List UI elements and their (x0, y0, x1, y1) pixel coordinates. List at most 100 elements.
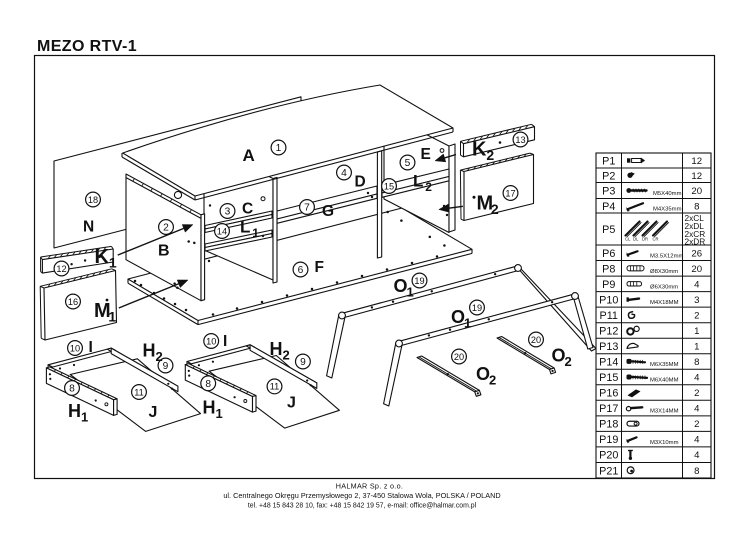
svg-text:4: 4 (694, 450, 700, 461)
svg-text:M6X35MM: M6X35MM (650, 362, 679, 368)
svg-text:L: L (413, 172, 423, 191)
svg-text:tel. +48 15 843 28 10, fax: +4: tel. +48 15 843 28 10, fax: +48 15 842 1… (248, 502, 477, 509)
svg-text:4: 4 (694, 279, 700, 290)
svg-text:DR: DR (642, 237, 648, 242)
svg-text:H: H (68, 401, 81, 421)
svg-text:8: 8 (694, 357, 699, 368)
svg-text:C: C (242, 201, 253, 218)
svg-text:2: 2 (282, 348, 289, 363)
svg-text:2xDL: 2xDL (685, 221, 705, 231)
svg-text:O: O (476, 364, 490, 384)
svg-text:15: 15 (384, 181, 394, 191)
svg-text:Ø6X30mm: Ø6X30mm (650, 284, 678, 290)
svg-text:4: 4 (694, 404, 700, 415)
svg-text:K: K (95, 246, 110, 268)
svg-text:2: 2 (486, 147, 494, 163)
svg-text:P5: P5 (602, 224, 615, 236)
svg-text:P9: P9 (602, 279, 615, 291)
svg-text:2: 2 (694, 310, 699, 321)
svg-text:1: 1 (109, 255, 117, 271)
svg-text:10: 10 (70, 343, 80, 353)
svg-text:4: 4 (341, 168, 347, 179)
svg-text:1: 1 (694, 326, 699, 337)
svg-text:P8: P8 (602, 263, 615, 275)
svg-text:CL: CL (625, 237, 631, 242)
svg-text:14: 14 (217, 226, 227, 236)
svg-text:M3.5X12mm: M3.5X12mm (650, 253, 683, 259)
svg-text:12: 12 (691, 156, 702, 167)
svg-text:P16: P16 (599, 388, 618, 400)
svg-text:E: E (421, 146, 431, 163)
svg-text:2xDR: 2xDR (685, 237, 706, 247)
svg-text:2: 2 (489, 373, 496, 388)
svg-text:10: 10 (206, 336, 216, 346)
svg-text:5: 5 (405, 158, 411, 169)
svg-text:13: 13 (515, 135, 525, 145)
svg-text:M6X40MM: M6X40MM (650, 378, 679, 384)
svg-text:P12: P12 (599, 325, 618, 337)
svg-text:J: J (149, 404, 158, 421)
svg-text:MEZO RTV-1: MEZO RTV-1 (37, 38, 137, 55)
svg-text:20: 20 (691, 186, 702, 197)
svg-text:2: 2 (155, 349, 162, 364)
svg-text:12: 12 (56, 264, 66, 274)
svg-text:8: 8 (694, 466, 699, 477)
svg-text:2: 2 (163, 223, 169, 234)
svg-text:P19: P19 (599, 434, 618, 446)
svg-text:1: 1 (108, 309, 116, 325)
svg-text:P1: P1 (602, 156, 615, 168)
svg-text:P11: P11 (600, 310, 618, 322)
svg-text:11: 11 (270, 382, 280, 392)
svg-text:17: 17 (505, 188, 515, 198)
svg-text:2: 2 (694, 388, 699, 399)
svg-text:P18: P18 (599, 419, 618, 431)
svg-text:18: 18 (88, 195, 98, 205)
svg-text:F: F (315, 259, 324, 276)
svg-text:26: 26 (691, 248, 702, 259)
svg-text:16: 16 (68, 297, 78, 307)
svg-text:I: I (89, 339, 93, 356)
svg-text:12: 12 (691, 171, 702, 182)
svg-text:2: 2 (491, 201, 499, 217)
svg-text:M: M (477, 193, 494, 215)
svg-text:20: 20 (691, 264, 702, 275)
svg-text:P14: P14 (599, 357, 618, 369)
svg-text:O: O (394, 276, 408, 296)
svg-text:11: 11 (134, 387, 144, 397)
svg-text:L: L (240, 218, 250, 237)
svg-text:B: B (158, 243, 170, 260)
svg-text:P20: P20 (599, 450, 618, 462)
svg-text:P21: P21 (599, 465, 618, 477)
svg-text:H: H (143, 341, 156, 361)
svg-text:20: 20 (531, 335, 541, 345)
svg-text:ul. Centralnego Okręgu Przemys: ul. Centralnego Okręgu Przemysłowego 2, … (223, 491, 500, 500)
svg-text:2: 2 (564, 354, 571, 369)
svg-text:19: 19 (472, 303, 482, 313)
svg-text:J: J (287, 395, 296, 412)
svg-text:Ø8X30mm: Ø8X30mm (650, 269, 678, 275)
svg-text:M3X10mm: M3X10mm (650, 440, 679, 446)
svg-text:DL: DL (633, 237, 639, 242)
svg-text:I: I (223, 333, 227, 350)
svg-text:M: M (94, 300, 111, 322)
svg-text:6: 6 (298, 265, 304, 276)
svg-text:1: 1 (276, 143, 282, 154)
svg-text:8: 8 (69, 384, 75, 395)
svg-text:1: 1 (694, 341, 699, 352)
svg-text:O: O (552, 346, 566, 366)
svg-text:N: N (83, 219, 94, 236)
svg-text:O: O (451, 307, 465, 327)
svg-text:D: D (355, 174, 366, 191)
svg-text:8: 8 (694, 201, 699, 212)
svg-text:CR: CR (653, 237, 659, 242)
svg-text:2xCR: 2xCR (685, 229, 706, 239)
svg-text:H: H (203, 398, 216, 418)
svg-text:H: H (270, 339, 283, 359)
svg-text:P17: P17 (599, 403, 618, 415)
svg-text:20: 20 (454, 352, 464, 362)
svg-text:1: 1 (81, 410, 88, 425)
svg-text:P3: P3 (602, 186, 615, 198)
svg-text:P15: P15 (599, 372, 618, 384)
svg-text:1: 1 (215, 406, 222, 421)
svg-text:K: K (472, 139, 487, 161)
